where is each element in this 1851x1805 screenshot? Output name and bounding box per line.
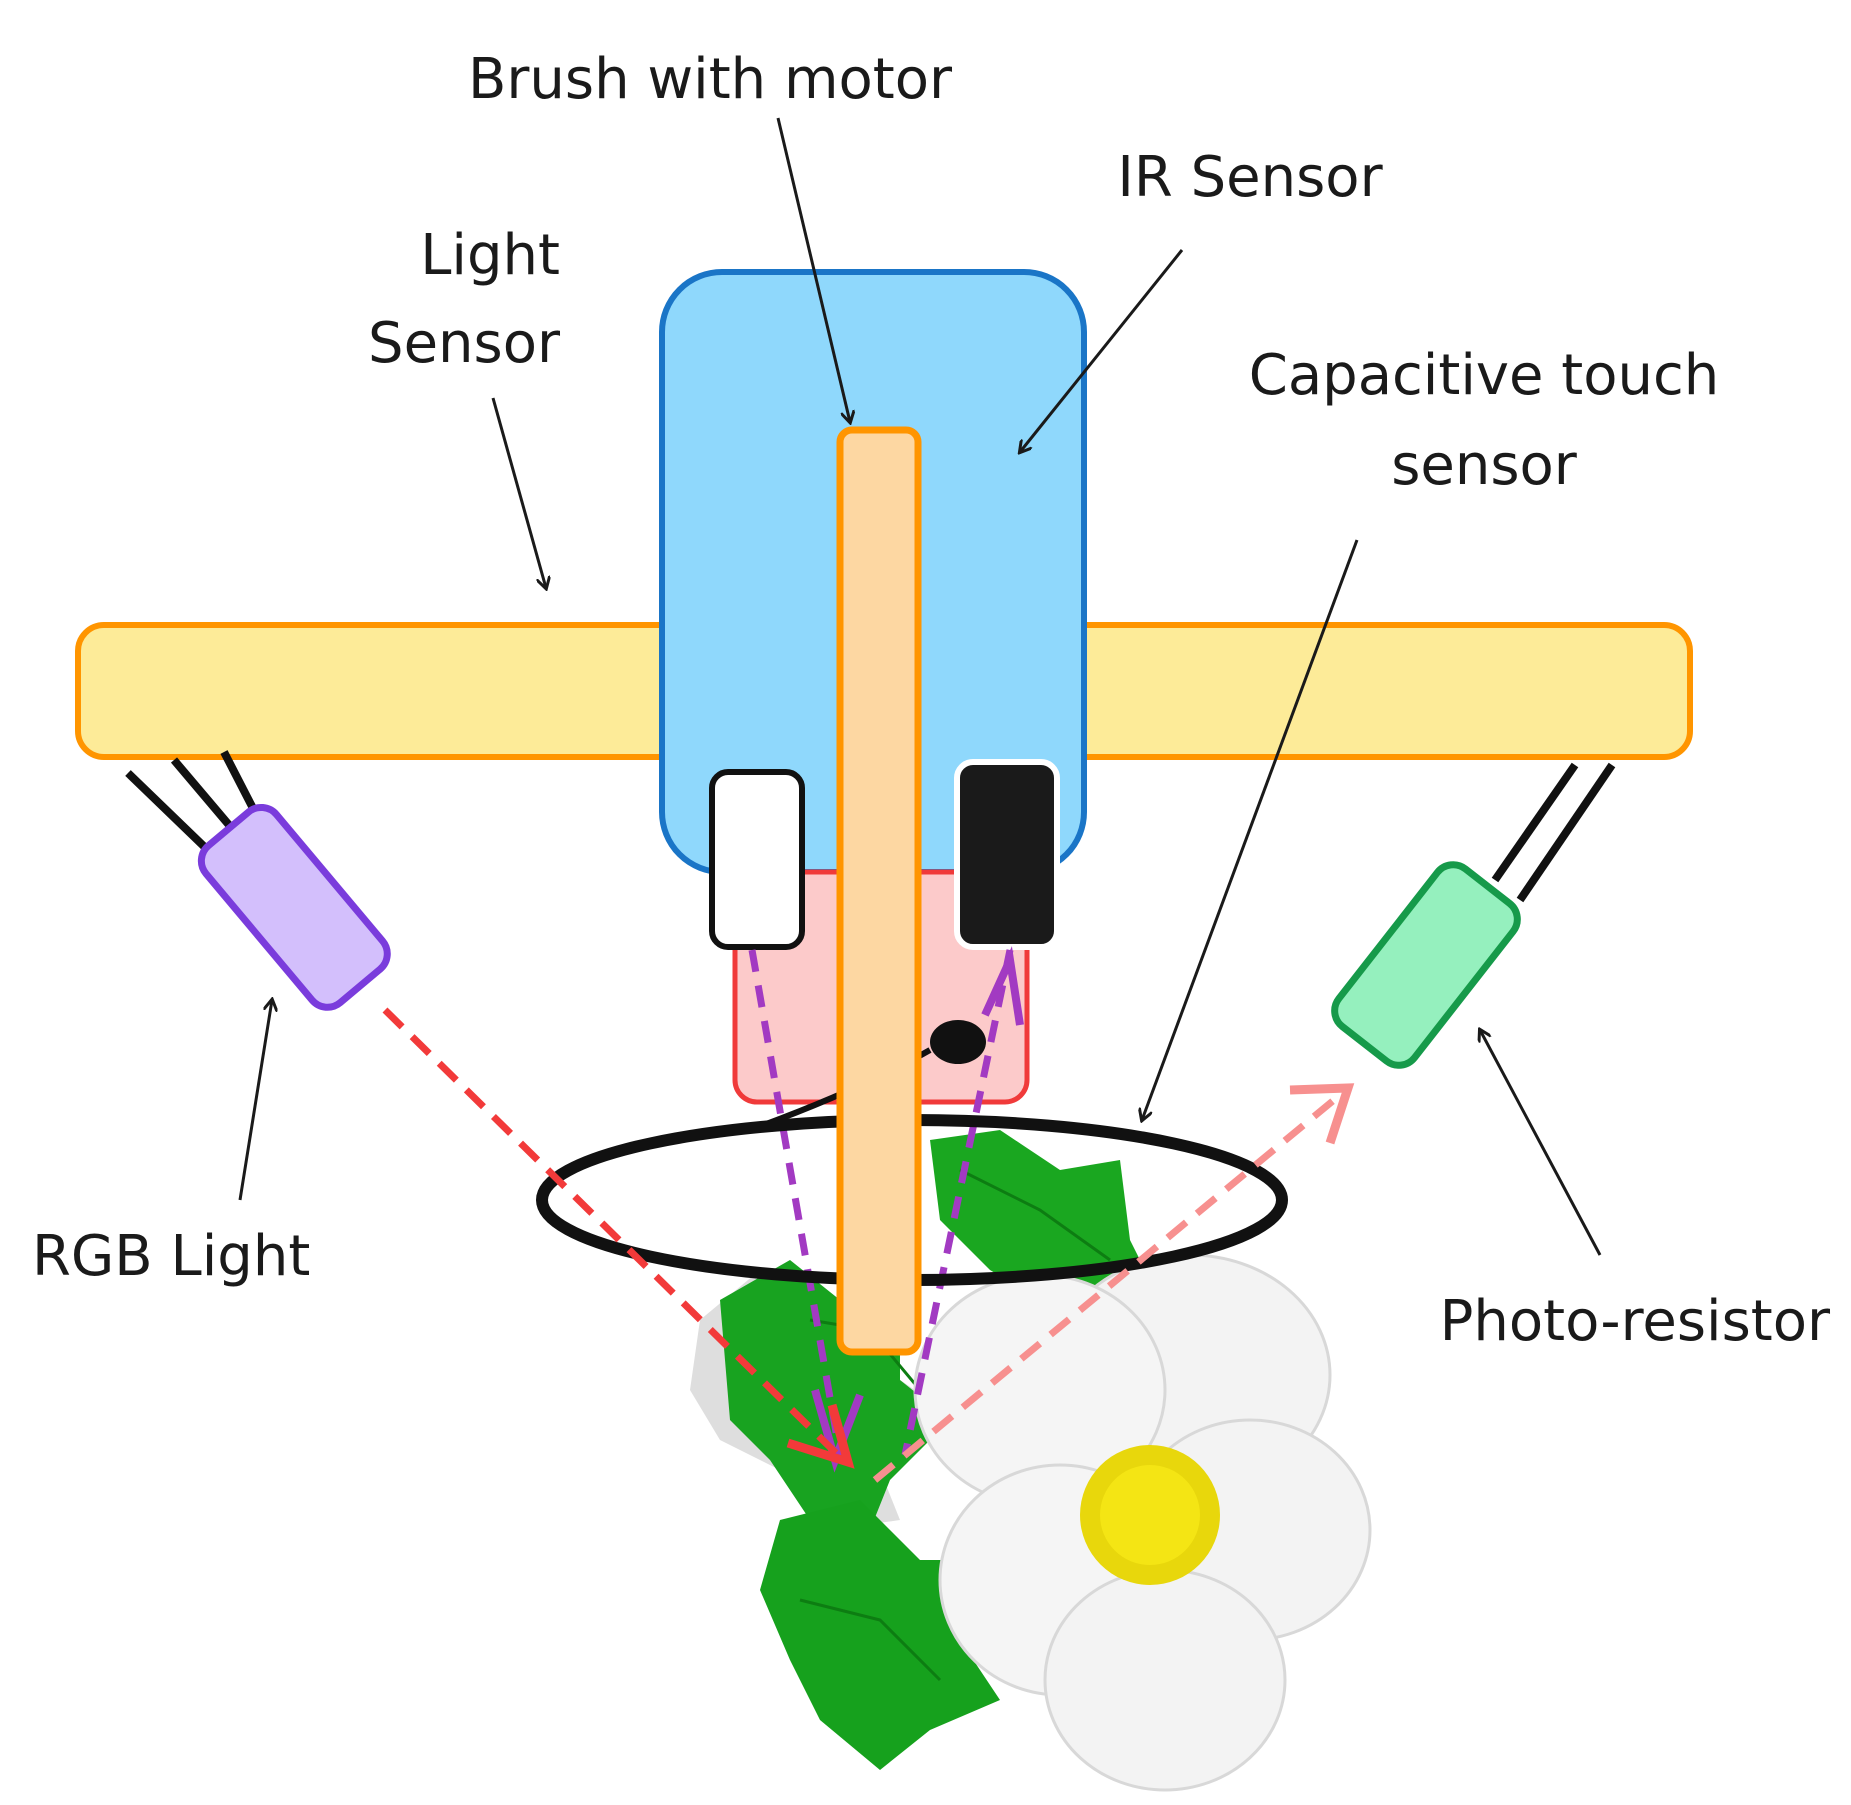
brush (836, 426, 922, 1356)
ir-beams (748, 949, 1014, 1456)
label-light-sensor-line2: Sensor (368, 311, 561, 376)
label-capacitive-line2: sensor (1391, 433, 1578, 498)
label-brush-with-motor: Brush with motor (468, 47, 953, 112)
leader-arrows (238, 117, 1602, 1256)
reflected-beam (872, 1092, 1343, 1483)
ir-return-arrowhead (981, 946, 1024, 1026)
label-rgb-light: RGB Light (32, 1224, 310, 1289)
photo-resistor (1331, 762, 1616, 1069)
contact-dot (930, 1020, 986, 1064)
rgb-light-beam-arrowhead (786, 1403, 855, 1469)
ir-receiver (954, 759, 1060, 950)
reflected-beam-arrowhead (1289, 1083, 1355, 1145)
rgb-light (125, 750, 391, 1011)
strawberry-flower (913, 1253, 1372, 1792)
label-capacitive-line1: Capacitive touch (1249, 343, 1720, 408)
rgb-light-beam (382, 1007, 841, 1458)
ir-emitter (709, 769, 805, 950)
label-ir-sensor: IR Sensor (1117, 145, 1383, 210)
label-photo-resistor: Photo-resistor (1440, 1289, 1831, 1354)
label-light-sensor-line1: Light (420, 223, 560, 288)
